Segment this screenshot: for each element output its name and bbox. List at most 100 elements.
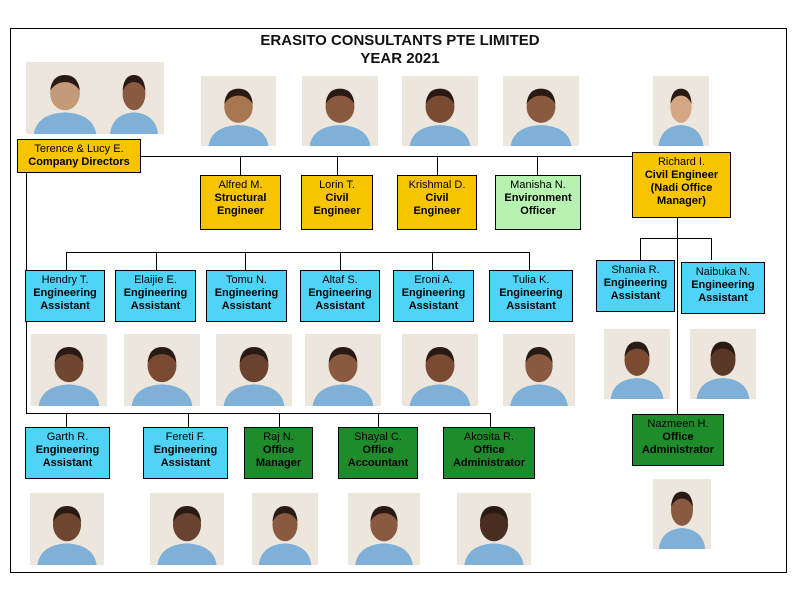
- person-name: Fereti F.: [165, 431, 206, 443]
- connector: [156, 252, 157, 270]
- person-name: Terence & Lucy E.: [34, 143, 124, 155]
- person-name: Lorin T.: [319, 179, 355, 191]
- portrait-photo: [305, 334, 381, 406]
- person-role: Accountant: [347, 457, 409, 469]
- person-role: Office: [362, 444, 394, 456]
- connector: [432, 252, 433, 270]
- person-role: Engineer: [413, 205, 461, 217]
- person-role: Assistant: [221, 300, 272, 312]
- connector: [340, 252, 341, 270]
- person-role: Engineering: [603, 277, 668, 289]
- person-name: Shayal C.: [354, 431, 402, 443]
- person-name: Krishmal D.: [408, 179, 466, 191]
- staff-box-alfred: Alfred M. Structural Engineer: [200, 175, 281, 230]
- connector: [240, 157, 241, 175]
- person-name: Altaf S.: [322, 274, 358, 286]
- directors-box: Terence & Lucy E. Company Directors: [17, 139, 141, 173]
- portrait-photo: [457, 493, 531, 565]
- staff-box-hendry: Hendry T. Engineering Assistant: [25, 270, 105, 322]
- person-role: Administrator: [641, 444, 715, 456]
- connector: [279, 413, 280, 427]
- person-role: Engineering: [691, 279, 755, 291]
- portrait-photo: [690, 329, 756, 399]
- chart-frame: [10, 28, 787, 573]
- person-role: Civil: [325, 192, 349, 204]
- person-role: Office: [662, 431, 694, 443]
- person-role: (Nadi Office: [650, 182, 713, 194]
- person-role: Office: [262, 444, 295, 456]
- person-role: Environment: [504, 192, 572, 204]
- staff-box-altaf: Altaf S. Engineering Assistant: [300, 270, 380, 322]
- person-role: Manager): [657, 195, 706, 207]
- portrait-photo: [150, 493, 224, 565]
- person-role: Engineer: [216, 205, 265, 217]
- staff-box-shania: Shania R. Engineering Assistant: [596, 260, 675, 312]
- person-name: Shania R.: [611, 264, 660, 276]
- person-name: Manisha N.: [510, 179, 566, 191]
- portrait-photo: [302, 76, 378, 146]
- staff-box-richard: Richard I. Civil Engineer (Nadi Office M…: [632, 152, 731, 218]
- person-role: Assistant: [698, 292, 748, 304]
- connector: [437, 157, 438, 175]
- staff-box-lorin: Lorin T. Civil Engineer: [301, 175, 373, 230]
- person-role: Engineering: [33, 287, 97, 299]
- person-role: Officer: [520, 205, 556, 217]
- connector: [490, 413, 491, 427]
- staff-box-naibuka: Naibuka N. Engineering Assistant: [681, 262, 765, 314]
- person-role: Assistant: [160, 457, 211, 469]
- person-name: Akosita R.: [463, 431, 515, 443]
- connector: [378, 413, 379, 427]
- person-role: Civil Engineer: [644, 169, 719, 181]
- person-role: Engineering: [153, 444, 218, 456]
- connector: [711, 238, 712, 260]
- staff-box-tomu: Tomu N. Engineering Assistant: [206, 270, 287, 322]
- person-role: Engineering: [35, 444, 100, 456]
- portrait-photo: [402, 76, 478, 146]
- person-role: Assistant: [408, 300, 459, 312]
- staff-box-krishmal: Krishmal D. Civil Engineer: [397, 175, 477, 230]
- connector: [337, 157, 338, 175]
- person-role: Assistant: [506, 300, 556, 312]
- portrait-photo: [348, 493, 420, 565]
- portrait-photo: [604, 329, 670, 399]
- person-name: Nazmeen H.: [647, 418, 709, 430]
- staff-box-fereti: Fereti F. Engineering Assistant: [143, 427, 228, 479]
- person-role: Manager: [255, 457, 302, 469]
- connector: [66, 413, 67, 427]
- connector: [140, 156, 633, 157]
- portrait-photo: [216, 334, 292, 406]
- portrait-photo: [653, 479, 711, 549]
- chart-subtitle: YEAR 2021: [360, 50, 440, 67]
- staff-box-tulia: Tulia K. Engineering Assistant: [489, 270, 573, 322]
- person-name: Tulia K.: [512, 274, 550, 286]
- person-name: Garth R.: [46, 431, 89, 443]
- connector: [66, 252, 529, 253]
- portrait-photo: [402, 334, 478, 406]
- portrait-photo: [26, 62, 104, 134]
- connector: [188, 413, 189, 427]
- person-role: Engineering: [308, 287, 372, 299]
- person-role: Office: [473, 444, 505, 456]
- connector: [537, 157, 538, 175]
- staff-box-raj: Raj N. Office Manager: [244, 427, 313, 479]
- person-role: Engineering: [499, 287, 563, 299]
- chart-title: ERASITO CONSULTANTS PTE LIMITED: [260, 32, 540, 49]
- portrait-photo: [124, 334, 200, 406]
- staff-box-akosita: Akosita R. Office Administrator: [443, 427, 535, 479]
- person-name: Naibuka N.: [695, 266, 751, 278]
- staff-box-shayal: Shayal C. Office Accountant: [338, 427, 418, 479]
- person-role: Civil: [425, 192, 449, 204]
- person-name: Hendry T.: [41, 274, 89, 286]
- portrait-photo: [252, 493, 318, 565]
- connector: [640, 238, 641, 260]
- person-role: Assistant: [42, 457, 93, 469]
- person-role: Engineering: [401, 287, 466, 299]
- person-name: Elaijie E.: [134, 274, 177, 286]
- person-name: Richard I.: [657, 156, 706, 168]
- person-role: Engineering: [214, 287, 279, 299]
- portrait-photo: [653, 76, 709, 146]
- staff-box-garth: Garth R. Engineering Assistant: [25, 427, 110, 479]
- person-name: Tomu N.: [226, 274, 267, 286]
- portrait-photo: [503, 76, 579, 146]
- person-role: Engineer: [313, 205, 361, 217]
